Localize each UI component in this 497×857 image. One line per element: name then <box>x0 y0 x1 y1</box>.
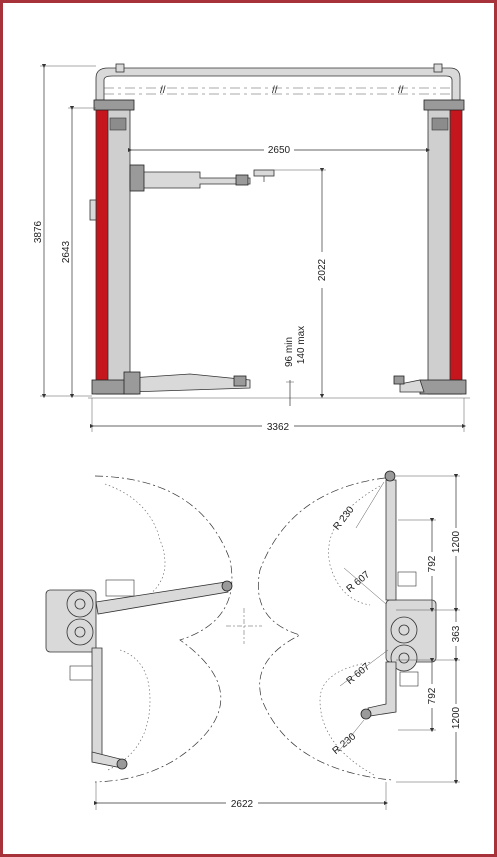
left-column-top <box>45 579 233 770</box>
dim-1200-bottom-label: 1200 <box>451 706 462 729</box>
top-view-right-dimensions: 1200 792 363 792 1200 <box>396 473 462 785</box>
dim-363-label: 363 <box>451 625 462 642</box>
right-column-top <box>360 470 437 720</box>
dim-792-top-label: 792 <box>427 555 438 572</box>
dim-pad-height: 96 min 140 max <box>284 326 307 406</box>
center-mark <box>226 608 262 644</box>
radius-r230-top-label: R 230 <box>331 504 356 532</box>
dim-3362-label: 3362 <box>267 422 290 433</box>
left-column <box>89 99 139 395</box>
lowered-lift-arm <box>123 371 425 395</box>
svg-text://: // <box>398 85 404 96</box>
dim-2643-label: 2643 <box>61 240 72 263</box>
top-view: R 230 R 607 R 607 R 230 1200 792 363 <box>45 470 462 810</box>
dim-top-overall-width: 2622 <box>93 782 389 810</box>
raised-lift-arm <box>129 164 275 192</box>
dim-1200-top-label: 1200 <box>451 530 462 553</box>
dim-792-bottom-label: 792 <box>427 687 438 704</box>
svg-text://: // <box>272 85 278 96</box>
dim-lift-height: 2022 <box>270 167 328 399</box>
right-column <box>419 99 467 395</box>
dim-overall-width: 3362 <box>89 398 467 433</box>
overhead-crossbeam: // // // <box>95 63 461 101</box>
dim-3876-label: 3876 <box>33 220 44 243</box>
svg-text://: // <box>160 85 166 96</box>
dim-2622-label: 2622 <box>231 799 254 810</box>
radius-r607-top-label: R 607 <box>345 569 373 595</box>
front-view: // // // <box>33 63 470 433</box>
dim-2022-label: 2022 <box>317 258 328 281</box>
dim-96-min-label: 96 min <box>284 337 295 367</box>
dim-140-max-label: 140 max <box>296 326 307 364</box>
dim-overall-height: 3876 <box>33 63 96 399</box>
dim-inner-width: 2650 <box>127 142 431 156</box>
dim-2650-label: 2650 <box>268 145 291 156</box>
dim-column-height: 2643 <box>61 105 96 399</box>
